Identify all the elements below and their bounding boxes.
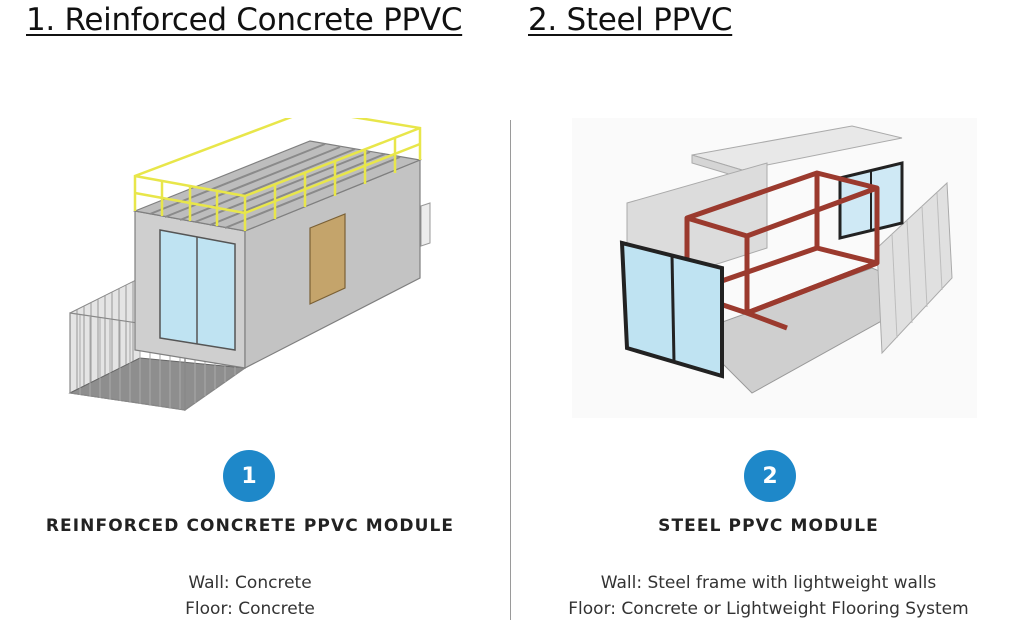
column-divider [510,120,511,620]
wooden-door-icon [309,213,346,305]
module-title-concrete: REINFORCED CONCRETE PPVC MODULE [45,516,455,536]
concrete-module-illustration [68,118,431,412]
heading-reinforced-concrete: 1. Reinforced Concrete PPVC [26,2,463,38]
heading-steel: 2. Steel PPVC [528,2,733,38]
steel-frame-icon [684,170,880,316]
roof-railing-icon [133,118,422,231]
spec-floor-concrete: Floor: Concrete [185,599,315,619]
spec-wall-concrete: Wall: Concrete [188,573,312,593]
spec-floor-steel: Floor: Concrete or Lightweight Flooring … [568,599,969,619]
module-number-badge-1: 1 [223,450,275,502]
steel-frame-bottom [746,260,878,331]
spec-wall-steel: Wall: Steel frame with lightweight walls [600,573,937,593]
module-number-badge-2: 2 [744,450,796,502]
steel-module-illustration [572,118,977,418]
module-title-steel: STEEL PPVC MODULE [658,516,879,536]
